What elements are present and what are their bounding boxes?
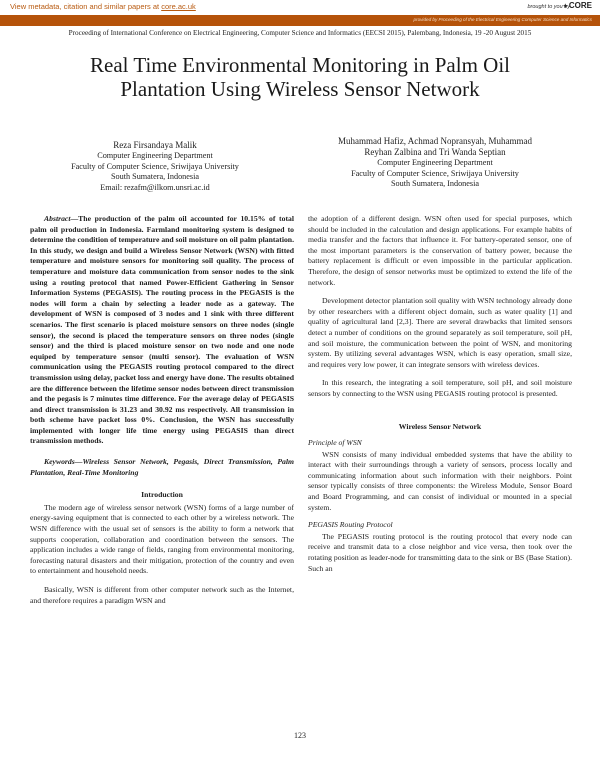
proceeding-header: Proceeding of International Conference o… [68,29,532,37]
title-line-1: Real Time Environmental Monitoring in Pa… [90,53,510,77]
intro-continuation: the adoption of a different design. WSN … [308,214,572,287]
intro-paragraph-3: Development detector plantation soil qua… [308,296,572,369]
core-logo[interactable]: ✦CORE [563,1,592,10]
author-dept: Computer Engineering Department [97,151,213,160]
author-email: Email: rezafm@ilkom.unsri.ac.id [100,182,210,192]
abstract: Abstract—The production of the palm oil … [30,214,294,447]
pegasis-heading: PEGASIS Routing Protocol [308,520,393,530]
provided-by-text[interactable]: provided by Proceeding of the Electrical… [413,17,593,22]
page-number: 123 [294,731,306,740]
core-link-prefix: View metadata, citation and similar pape… [10,2,162,11]
core-link[interactable]: core.ac.uk [161,2,196,11]
core-logo-icon: ✦ [562,4,568,10]
author-faculty: Faculty of Computer Science, Sriwijaya U… [351,168,519,178]
author-dept: Computer Engineering Department [377,158,493,167]
author-location: South Sumatera, Indonesia [111,172,199,181]
core-banner: View metadata, citation and similar pape… [0,0,600,14]
author-name: Reza Firsandaya Malik [113,140,197,150]
title-line-2: Plantation Using Wireless Sensor Network [120,77,480,101]
paper-title: Real Time Environmental Monitoring in Pa… [0,53,600,101]
left-column: Abstract—The production of the palm oil … [30,214,294,606]
author-faculty: Faculty of Computer Science, Sriwijaya U… [71,161,239,171]
principle-paragraph: WSN consists of many individual embedded… [308,449,572,512]
principle-heading: Principle of WSN [308,438,362,448]
keywords: Keywords—Wireless Sensor Network, Pegasi… [30,457,294,477]
author-location: South Sumatera, Indonesia [391,179,479,188]
intro-paragraph-1: The modern age of wireless sensor networ… [30,502,294,576]
core-metadata-text: View metadata, citation and similar pape… [10,2,196,11]
author-block-left: Reza Firsandaya Malik Computer Engineeri… [40,140,270,193]
abstract-text: —The production of the palm oil accounte… [30,214,294,446]
brought-by-text: brought to you by [527,4,570,10]
abstract-lead: Abstract [44,214,71,223]
author-names-line-2: Reyhan Zalbina and Tri Wanda Septian [364,147,506,157]
core-logo-text: CORE [568,1,592,10]
right-column: the adoption of a different design. WSN … [308,214,572,574]
core-provided-bar: provided by Proceeding of the Electrical… [0,15,600,26]
introduction-heading: Introduction [141,490,183,500]
intro-paragraph-2: Basically, WSN is different from other c… [30,585,294,605]
intro-paragraph-4: In this research, the integrating a soil… [308,378,572,398]
pegasis-paragraph: The PEGASIS routing protocol is the rout… [308,531,572,573]
author-names-line-1: Muhammad Hafiz, Achmad Nopransyah, Muham… [338,136,532,146]
author-block-right: Muhammad Hafiz, Achmad Nopransyah, Muham… [305,136,565,190]
wsn-heading: Wireless Sensor Network [398,421,482,431]
